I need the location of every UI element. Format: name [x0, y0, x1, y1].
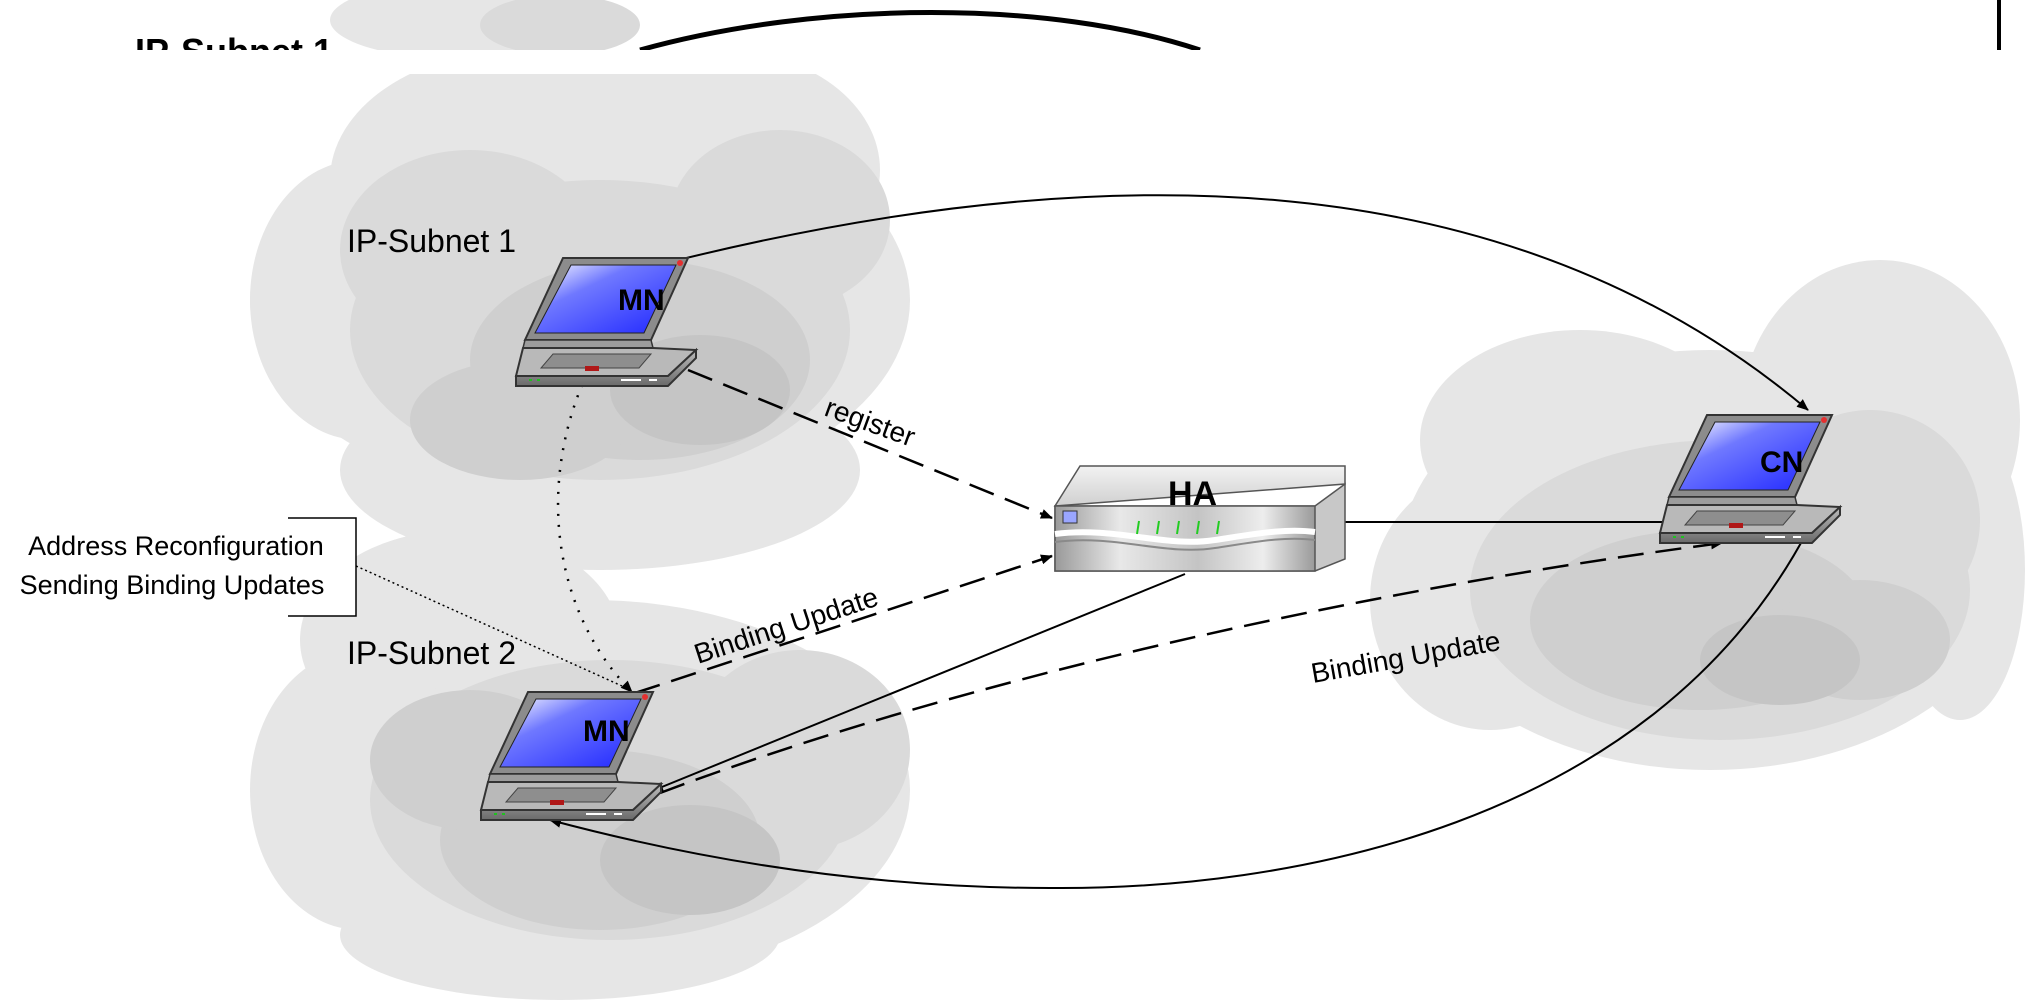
callout-leader-line — [355, 565, 623, 687]
cn-label: CN — [1760, 446, 1803, 479]
ha-router — [1053, 465, 1346, 572]
subnet-1-label: IP-Subnet 1 — [347, 223, 516, 259]
top-cropped-strip: IP-Subnet 1 — [0, 0, 2028, 74]
connectors — [355, 194, 1818, 890]
mn-top-label: MN — [618, 284, 665, 317]
mn-bottom-label: MN — [583, 715, 630, 748]
register-arrow — [687, 368, 1053, 520]
callout-line-1: Address Reconfiguration — [28, 531, 324, 561]
subnet-2-label: IP-Subnet 2 — [347, 635, 516, 671]
mn-top-cn-connection — [658, 194, 1809, 411]
ha-label: HA — [1168, 475, 1217, 513]
cn-mn-bottom-connection — [549, 517, 1818, 890]
callout-box: Address Reconfiguration Sending Binding … — [0, 517, 357, 617]
callout-line-2: Sending Binding Updates — [20, 570, 325, 600]
